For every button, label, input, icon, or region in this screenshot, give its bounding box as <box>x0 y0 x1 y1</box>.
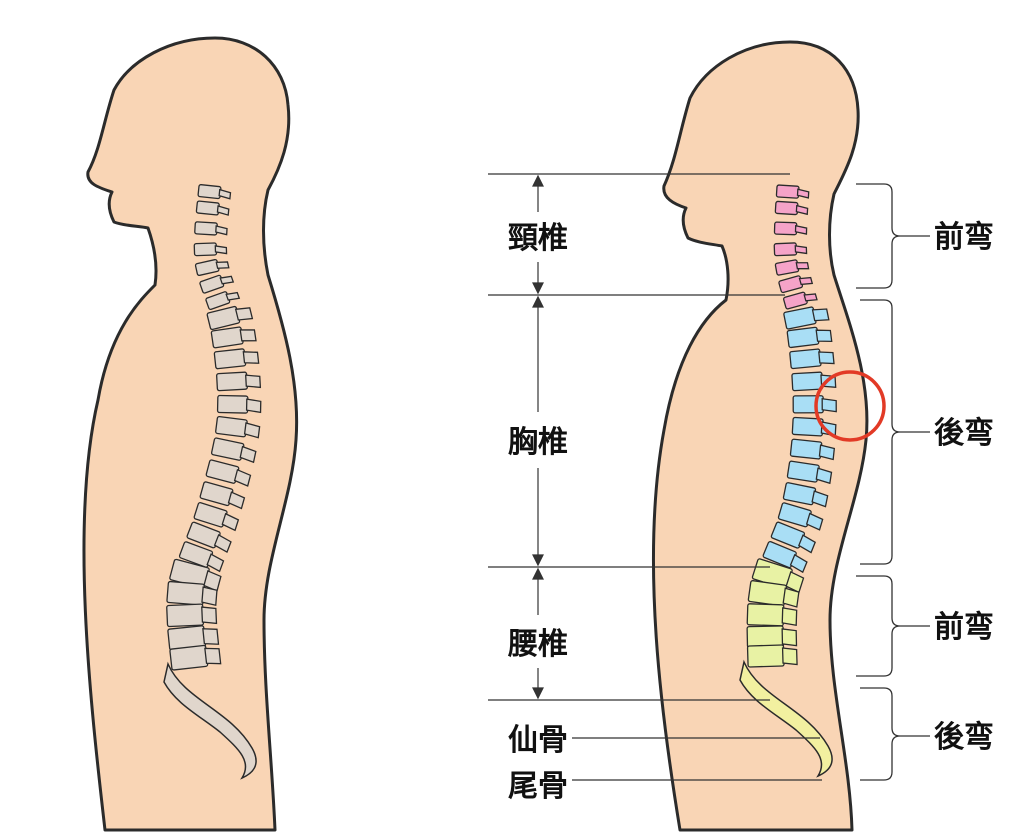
vertebra-cervical <box>774 200 809 216</box>
curvature-label-lumbar: 前弯 <box>934 610 994 645</box>
vertebra-lumbar <box>746 625 798 649</box>
label-cervical: 頸椎 <box>508 221 568 256</box>
vertebra-cervical <box>205 291 241 311</box>
vertebra-cervical <box>197 184 232 200</box>
vertebra-thoracic <box>786 326 833 349</box>
bracket-cervical <box>856 183 930 289</box>
curvature-label-cervical: 前弯 <box>934 220 994 255</box>
vertebra-thoracic <box>199 481 246 510</box>
vertebra-cervical <box>773 221 808 236</box>
vertebra-lumbar <box>746 644 798 668</box>
vertebra-lumbar <box>169 644 222 671</box>
vertebra-lumbar <box>167 625 220 651</box>
vertebra-cervical <box>783 291 818 310</box>
vertebra-lumbar <box>166 580 218 607</box>
region-labels: 頸椎 胸椎 腰椎 仙骨 尾骨 <box>508 221 568 804</box>
vertebra-thoracic <box>213 348 260 370</box>
vertebra-thoracic <box>210 326 257 349</box>
cervical-arrowhead-bottom <box>532 282 544 295</box>
vertebra-thoracic <box>786 460 833 485</box>
bracket-lumbar <box>856 575 930 677</box>
vertebra-lumbar <box>746 603 798 627</box>
vertebra-lumbar <box>166 603 218 628</box>
vertebra-thoracic <box>782 482 829 508</box>
left-spine <box>163 184 262 780</box>
right-body-silhouette <box>651 40 869 832</box>
vertebra-cervical <box>774 259 810 276</box>
cervical-arrowhead-top <box>532 174 544 187</box>
thoracic-highlight-circle <box>814 370 886 442</box>
bracket-thoracic <box>860 299 930 565</box>
label-sacrum: 仙骨 <box>508 723 568 758</box>
thoracic-arrowhead-bottom <box>532 554 544 567</box>
vertebra-thoracic <box>789 348 835 370</box>
vertebra-thoracic <box>210 437 257 464</box>
lumbar-arrowhead-bottom <box>532 687 544 700</box>
sacrum-coccyx <box>163 661 257 780</box>
vertebra-thoracic <box>216 394 262 414</box>
label-lumbar: 腰椎 <box>508 627 568 662</box>
curvature-label-sacral: 後弯 <box>934 720 994 755</box>
lumbar-arrowhead-top <box>532 567 544 580</box>
vertebra-thoracic <box>777 502 824 531</box>
vertebra-cervical <box>194 258 230 277</box>
label-coccyx: 尾骨 <box>508 769 568 804</box>
vertebra-cervical <box>195 200 230 216</box>
left-body-silhouette <box>82 36 299 832</box>
bracket-sacral <box>860 687 930 781</box>
label-thoracic: 胸椎 <box>508 425 568 460</box>
vertebra-cervical <box>193 242 228 257</box>
vertebra-thoracic <box>178 541 225 573</box>
vertebra-thoracic <box>762 540 808 574</box>
vertebra-thoracic <box>783 306 830 330</box>
vertebra-cervical <box>778 275 814 294</box>
vertebra-thoracic <box>193 502 240 532</box>
vertebra-thoracic <box>770 521 816 554</box>
vertebra-thoracic <box>186 521 232 554</box>
vertebra-thoracic <box>215 415 261 439</box>
vertebra-cervical <box>773 242 808 257</box>
sacrum-coccyx <box>739 659 833 778</box>
boundary-lines <box>488 173 822 781</box>
curvature-labels: 前弯 後弯 前弯 後弯 <box>934 220 994 755</box>
thoracic-arrowhead-top <box>532 295 544 308</box>
vertebra-cervical <box>194 221 228 236</box>
vertebra-thoracic <box>206 305 254 331</box>
vertebra-thoracic <box>205 459 252 487</box>
right-figure <box>651 40 886 832</box>
vertebra-thoracic <box>216 371 262 392</box>
vertebra-cervical <box>775 184 810 199</box>
vertebra-cervical <box>199 274 235 294</box>
curvature-brackets <box>856 183 930 781</box>
dimension-arrows <box>532 174 544 700</box>
left-figure <box>82 36 299 832</box>
vertebra-thoracic <box>789 438 836 461</box>
curvature-label-thoracic: 後弯 <box>934 416 994 451</box>
